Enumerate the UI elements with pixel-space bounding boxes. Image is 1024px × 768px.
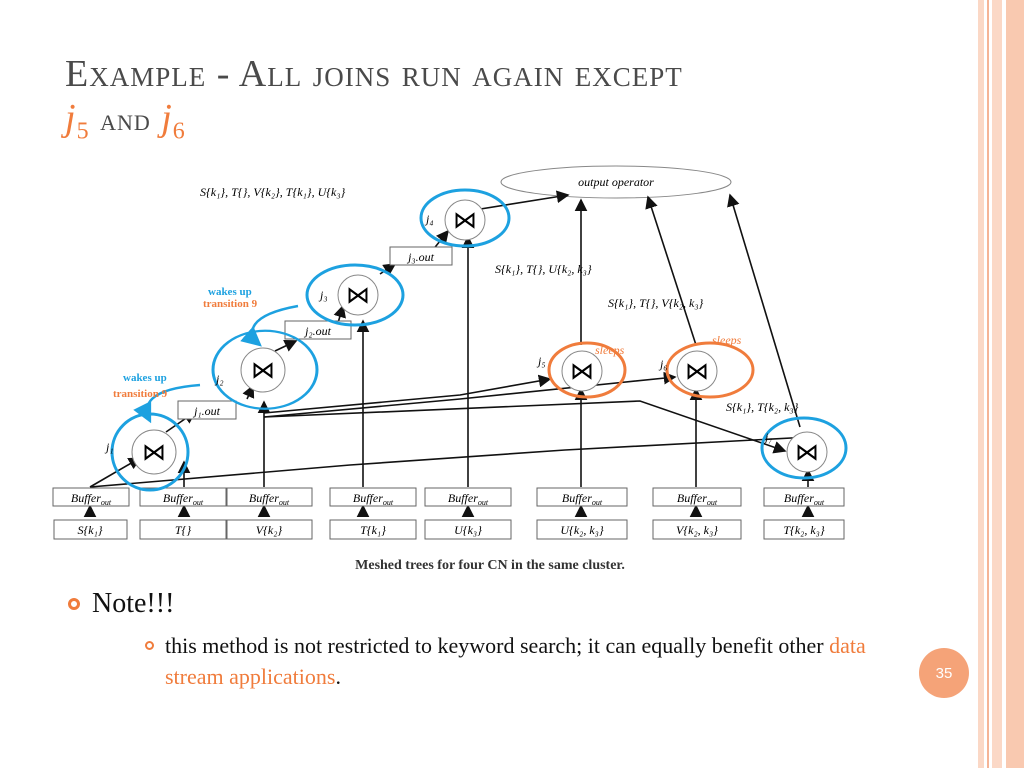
svg-text:j₄: j₄ [424, 212, 434, 226]
svg-text:⋈: ⋈ [570, 359, 594, 385]
note-text: this method is not restricted to keyword… [165, 633, 866, 689]
decor-stripe [978, 0, 984, 768]
source-box: T{} [139, 519, 227, 540]
svg-text:T{}: T{} [175, 523, 191, 537]
svg-text:S{k₁}, T{}, V{k₂, k₃}: S{k₁}, T{}, V{k₂, k₃} [608, 296, 703, 310]
join-j5: ⋈ j₅ sleeps [536, 341, 627, 399]
note-heading: Note!!! [92, 588, 175, 619]
join-j2: ⋈ j₂ [211, 329, 319, 410]
svg-text:Bufferout: Bufferout [71, 491, 112, 507]
title-j5: j5 [65, 97, 90, 145]
svg-text:j₁.out: j₁.out [192, 404, 221, 418]
highlight-text: data stream applications [165, 633, 866, 689]
wakeup-arrows [133, 304, 299, 424]
wakeup-labels: wakes up transition 9 wakes up transitio… [113, 286, 258, 400]
svg-text:j₂.out: j₂.out [303, 324, 332, 338]
svg-text:Bufferout: Bufferout [448, 491, 489, 507]
svg-text:output operator: output operator [578, 175, 654, 189]
out-box-j1: j₁.out [177, 400, 237, 420]
svg-text:j₅: j₅ [536, 354, 546, 368]
bullet-marker [145, 641, 154, 650]
svg-text:j₁: j₁ [104, 440, 114, 454]
out-box-j2: j₂.out [284, 320, 352, 340]
svg-text:U{k₃}: U{k₃} [454, 523, 482, 537]
buffer-box: Bufferout [139, 487, 227, 507]
buffer-box: Bufferout [536, 487, 628, 507]
buffer-box: Bufferout [52, 487, 130, 507]
buffer-box: Bufferout [329, 487, 417, 507]
svg-text:wakes up: wakes up [123, 372, 167, 384]
join-j1: ⋈ j₁ [104, 412, 190, 492]
title-j6: j6 [161, 97, 186, 145]
source-box: T{k₂, k₃} [763, 519, 845, 540]
decor-stripe [992, 0, 1002, 768]
buffer-arrows [83, 504, 815, 518]
svg-text:T{k₂, k₃}: T{k₂, k₃} [783, 523, 824, 537]
svg-text:Bufferout: Bufferout [163, 491, 204, 507]
svg-text:j₆: j₆ [658, 357, 668, 371]
slide-title: Example - All joins run again except j5 … [65, 52, 945, 154]
svg-text:transition 9: transition 9 [203, 298, 258, 310]
svg-text:transition 9: transition 9 [113, 388, 168, 400]
svg-text:⋈: ⋈ [453, 208, 477, 234]
svg-text:T{k₁}: T{k₁} [360, 523, 386, 537]
svg-text:⋈: ⋈ [142, 440, 166, 466]
svg-text:V{k₂, k₃}: V{k₂, k₃} [676, 523, 718, 537]
decor-stripe [1006, 0, 1024, 768]
meshed-trees-diagram: output operator [52, 165, 848, 573]
source-box: V{k₂, k₃} [652, 519, 742, 540]
join-j4: ⋈ j₄ [419, 188, 511, 248]
buffer-row: Bufferout Bufferout Bufferout Bufferout … [52, 487, 845, 507]
svg-text:⋈: ⋈ [685, 359, 709, 385]
svg-text:Bufferout: Bufferout [353, 491, 394, 507]
svg-text:Bufferout: Bufferout [784, 491, 825, 507]
svg-text:Bufferout: Bufferout [562, 491, 603, 507]
svg-text:wakes up: wakes up [208, 286, 252, 298]
source-box: V{k₂} [226, 519, 313, 540]
join-j3: ⋈ j₃ [305, 263, 405, 327]
source-box: S{k₁} [53, 519, 128, 540]
buffer-box: Bufferout [424, 487, 512, 507]
svg-text:⋈: ⋈ [795, 440, 819, 466]
svg-text:S{k₁}, T{}, V{k₂}, T{k₁}, U{k₃: S{k₁}, T{}, V{k₂}, T{k₁}, U{k₃} [200, 185, 346, 199]
page-number-badge: 35 [919, 648, 969, 698]
join-j6: ⋈ j₆ sleeps [658, 333, 755, 399]
out-box-j3: j₃.out [389, 246, 453, 266]
output-operator: output operator [500, 165, 732, 199]
svg-text:V{k₂}: V{k₂} [256, 523, 283, 537]
result-labels: S{k₁}, T{}, V{k₂}, T{k₁}, U{k₃} S{k₁}, T… [200, 185, 799, 414]
source-box: U{k₃} [424, 519, 512, 540]
source-box: T{k₁} [329, 519, 417, 540]
decor-stripe [987, 0, 989, 768]
source-row: S{k₁} T{} V{k₂} T{k₁} U{k₃} U{k₂, k₃} V{… [53, 519, 845, 540]
svg-text:S{k₁}, T{k₂, k₃}: S{k₁}, T{k₂, k₃} [726, 400, 799, 414]
svg-text:j₂: j₂ [214, 372, 224, 386]
svg-text:j₇: j₇ [763, 430, 773, 444]
join-j7: ⋈ j₇ [760, 416, 848, 480]
buffer-box: Bufferout [226, 487, 313, 507]
svg-text:j₃.out: j₃.out [406, 250, 435, 264]
bullet-marker [68, 598, 80, 610]
tree-edges [89, 229, 815, 488]
out-boxes: j₁.out j₂.out j₃.out [177, 246, 453, 420]
diagram-caption: Meshed trees for four CN in the same clu… [355, 558, 625, 573]
svg-text:sleeps: sleeps [595, 343, 625, 357]
output-arrows [467, 190, 801, 428]
source-box: U{k₂, k₃} [536, 519, 628, 540]
svg-text:U{k₂, k₃}: U{k₂, k₃} [560, 523, 603, 537]
svg-text:⋈: ⋈ [251, 358, 275, 384]
buffer-box: Bufferout [652, 487, 742, 507]
svg-text:S{k₁}, T{}, U{k₂, k₃}: S{k₁}, T{}, U{k₂, k₃} [495, 262, 592, 276]
svg-text:sleeps: sleeps [712, 333, 742, 347]
svg-text:S{k₁}: S{k₁} [77, 523, 102, 537]
svg-text:⋈: ⋈ [346, 283, 370, 309]
buffer-box: Bufferout [763, 487, 845, 507]
svg-text:Bufferout: Bufferout [677, 491, 718, 507]
title-and: and [100, 101, 151, 137]
svg-text:Bufferout: Bufferout [249, 491, 290, 507]
svg-text:j₃: j₃ [318, 288, 328, 302]
title-line1: Example - All joins run again except [65, 53, 683, 95]
title-line2: j5 and j6 [65, 96, 945, 154]
